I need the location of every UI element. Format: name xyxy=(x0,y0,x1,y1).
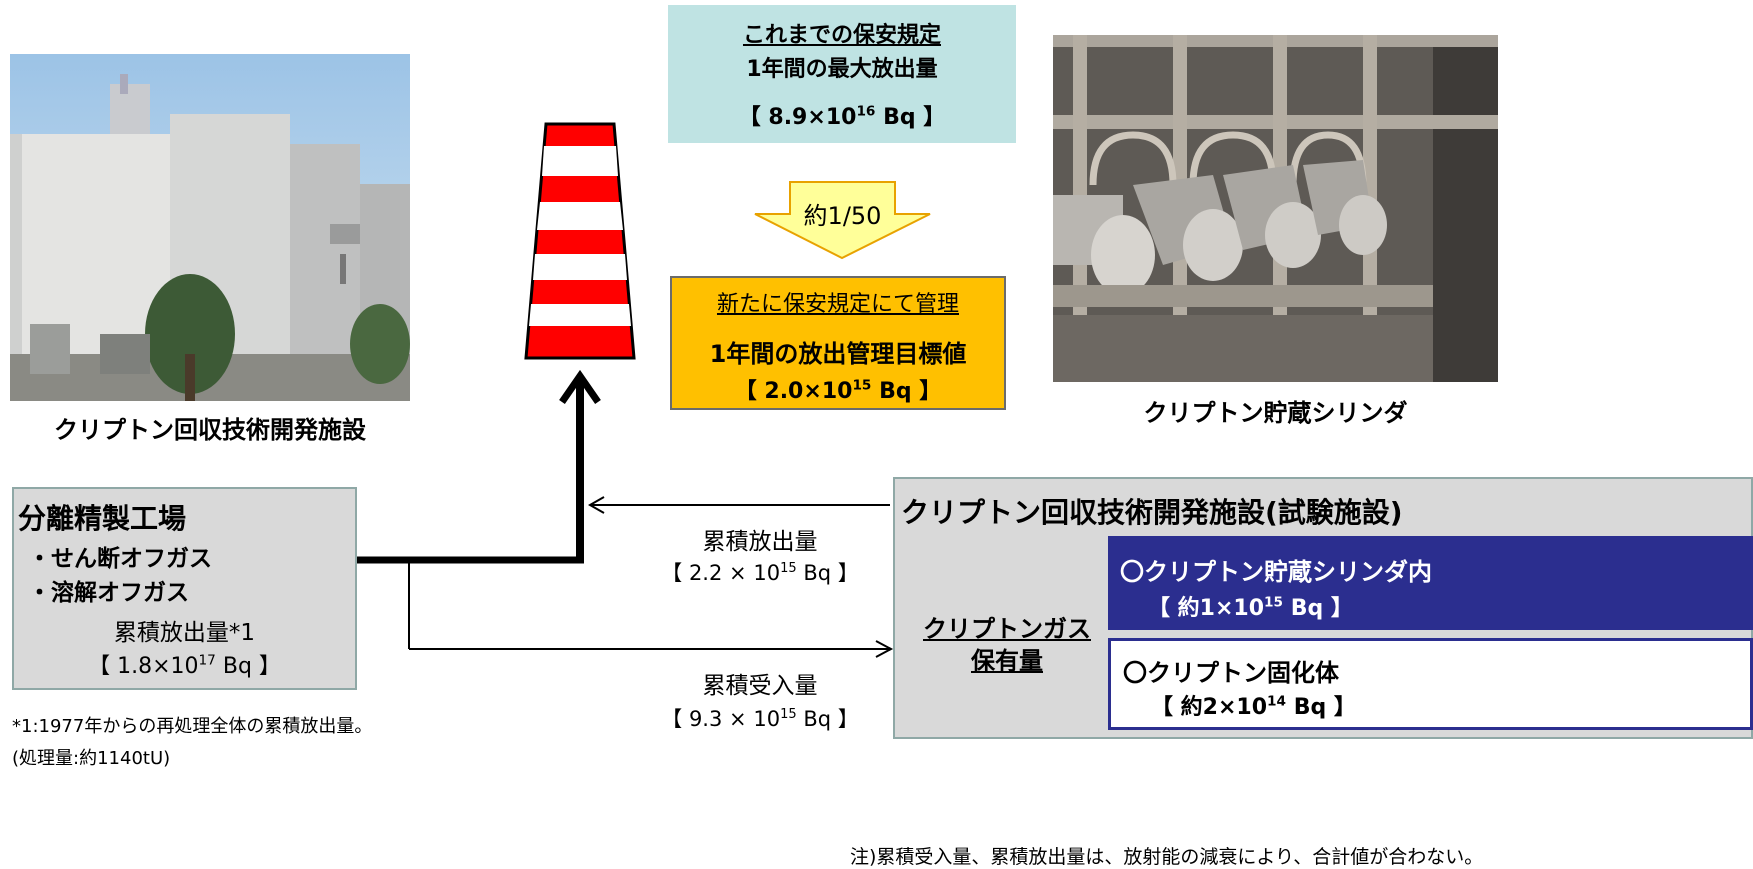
old-limit-title: これまでの保安規定 xyxy=(742,23,941,48)
cylinder-holding-title: 〇クリプトン貯蔵シリンダ内 xyxy=(1120,558,1432,586)
holding-label-line1: クリプトンガス xyxy=(923,615,1091,643)
holding-label-line2: 保有量 xyxy=(971,647,1043,675)
test-facility-box: クリプトン回収技術開発施設(試験施設) クリプトンガス 保有量 〇クリプトン貯蔵… xyxy=(893,477,1753,739)
storage-cylinder-illustration xyxy=(1053,35,1498,382)
new-limit-value: 【 2.0×1015 Bq 】 xyxy=(734,377,942,404)
footnote-throughput: (処理量:約1140tU) xyxy=(12,748,171,769)
plant-release-label: 累積放出量*1 xyxy=(113,620,256,646)
old-limit-value: 【 8.9×1016 Bq 】 xyxy=(738,103,946,130)
test-facility-title: クリプトン回収技術開発施設(試験施設) xyxy=(901,496,1403,529)
plant-item-shear: ・せん断オフガス xyxy=(28,546,212,572)
flow-received-value: 【 9.3 × 1015 Bq 】 xyxy=(661,707,859,731)
solid-holding-value: 【 約2×1014 Bq 】 xyxy=(1151,693,1356,720)
plant-box: 分離精製工場 ・せん断オフガス ・溶解オフガス 累積放出量*1 【 1.8×10… xyxy=(12,487,357,690)
old-limit-label: 1年間の最大放出量 xyxy=(746,57,938,82)
stack-illustration xyxy=(524,122,636,360)
facility-photo xyxy=(10,54,410,401)
cylinder-photo xyxy=(1053,35,1498,382)
new-limit-label: 1年間の放出管理目標値 xyxy=(709,340,967,368)
facility-photo-caption: クリプトン回収技術開発施設 xyxy=(54,416,366,444)
stack-up-arrowhead xyxy=(559,369,601,404)
plant-title: 分離精製工場 xyxy=(18,502,187,535)
cylinder-holding-value: 【 約1×1015 Bq 】 xyxy=(1148,594,1353,621)
old-limit-box: これまでの保安規定 1年間の最大放出量 【 8.9×1016 Bq 】 xyxy=(668,5,1016,143)
cylinder-holding-box: 〇クリプトン貯蔵シリンダ内 【 約1×1015 Bq 】 xyxy=(1108,536,1753,630)
flow-received-label: 累積受入量 xyxy=(702,673,818,699)
cylinder-photo-caption: クリプトン貯蔵シリンダ xyxy=(1143,399,1408,427)
footnote-cumulative: *1:1977年からの再処理全体の累積放出量。 xyxy=(12,716,373,737)
reduction-label: 約1/50 xyxy=(803,202,882,230)
facility-building-illustration xyxy=(10,54,410,401)
plant-item-dissolve: ・溶解オフガス xyxy=(28,580,189,606)
facility-release-arrowhead xyxy=(587,496,605,514)
plant-release-value: 【 1.8×1017 Bq 】 xyxy=(88,652,281,679)
feed-arrowhead xyxy=(875,640,894,658)
new-limit-box: 新たに保安規定にて管理 1年間の放出管理目標値 【 2.0×1015 Bq 】 xyxy=(670,276,1006,410)
flow-release-value: 【 2.2 × 1015 Bq 】 xyxy=(661,561,859,585)
solid-holding-box: 〇クリプトン固化体 【 約2×1014 Bq 】 xyxy=(1108,638,1753,730)
solid-holding-title: 〇クリプトン固化体 xyxy=(1123,659,1339,687)
decay-note: 注)累積受入量、累積放出量は、放射能の減衰により、合計値が合わない。 xyxy=(850,846,1484,868)
reduction-down-arrow xyxy=(754,181,931,260)
new-limit-title: 新たに保安規定にて管理 xyxy=(716,292,959,317)
flow-release-label: 累積放出量 xyxy=(702,529,818,555)
